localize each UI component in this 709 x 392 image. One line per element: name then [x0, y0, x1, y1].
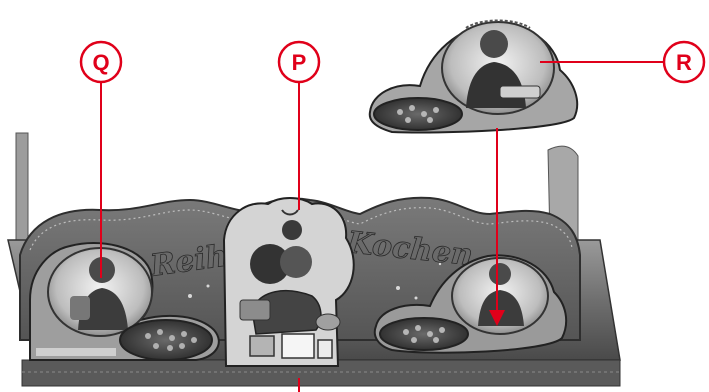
middle-cook-figure-piece [224, 198, 354, 366]
callout-label-q: Q [92, 50, 109, 75]
callout-q: Q [81, 42, 121, 82]
callout-label-r: R [676, 50, 692, 75]
callout-label-p: P [292, 50, 307, 75]
callout-r: R [664, 42, 704, 82]
callout-p: P [279, 42, 319, 82]
detached-cook-figure-piece [370, 21, 577, 133]
